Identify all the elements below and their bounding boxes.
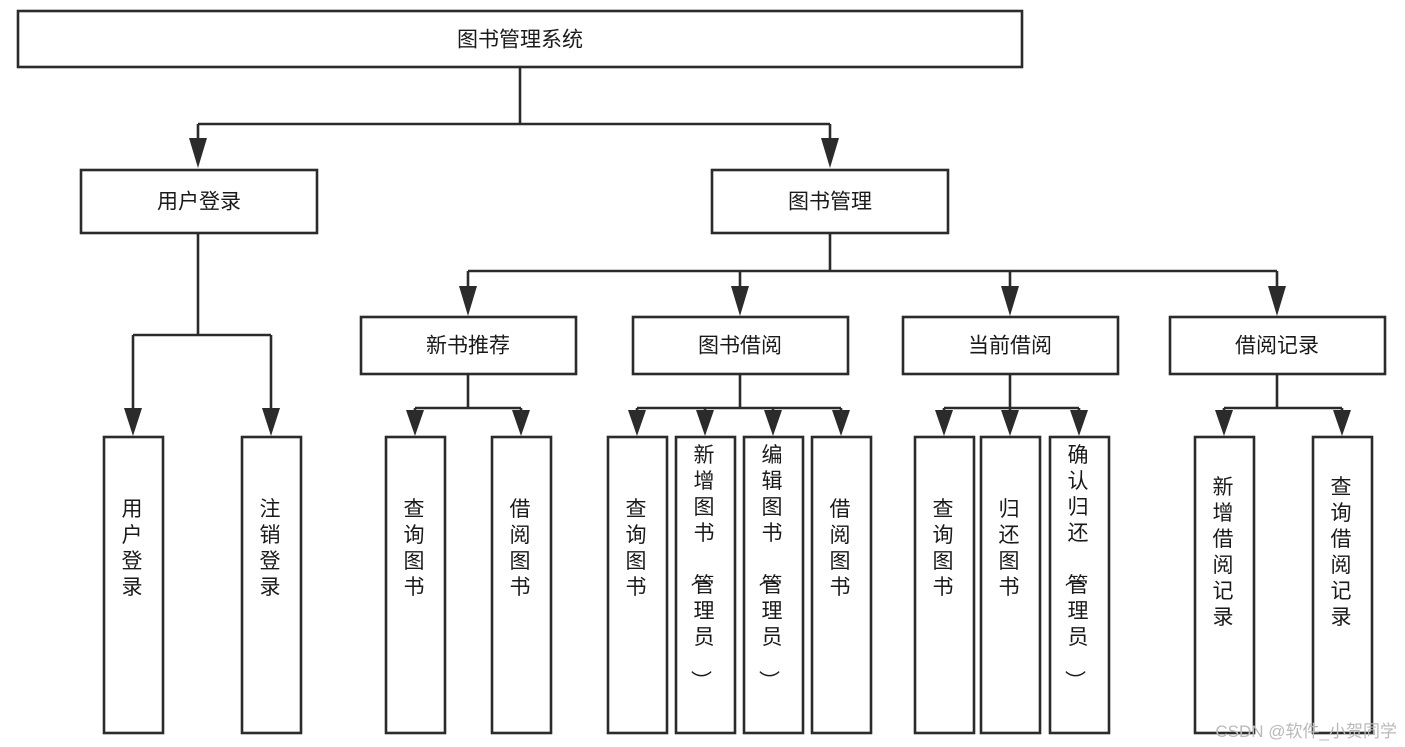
node-borrow[interactable]: 图书借阅 bbox=[631, 315, 850, 376]
node-leaf2-box[interactable] bbox=[240, 435, 303, 735]
arrow-login-to-leaf1 bbox=[124, 408, 142, 436]
arrow-bookmgmt-to-newbook bbox=[459, 286, 477, 316]
node-leaf8-label: 借阅图书 bbox=[830, 498, 853, 599]
node-leaf9[interactable]: 查询图书 bbox=[913, 435, 976, 735]
connector-layer bbox=[124, 67, 1351, 436]
node-leaf10-label: 归还图书 bbox=[999, 498, 1022, 599]
node-newbook[interactable]: 新书推荐 bbox=[359, 315, 578, 376]
node-leaf4-box[interactable] bbox=[490, 435, 553, 735]
node-leaf1[interactable]: 用户登录 bbox=[102, 435, 165, 735]
node-leaf8[interactable]: 借阅图书 bbox=[810, 435, 873, 735]
node-borrow-box[interactable] bbox=[631, 315, 850, 376]
node-current[interactable]: 当前借阅 bbox=[901, 315, 1120, 376]
node-leaf13-label: 查询借阅记录 bbox=[1331, 476, 1354, 629]
node-leaf6-label: 新增图书（管理员） bbox=[689, 444, 717, 693]
node-leaf6[interactable]: 新增图书（管理员） bbox=[674, 435, 737, 735]
arrow-borrow-to-leaf5 bbox=[628, 410, 646, 436]
arrow-current-to-leaf11 bbox=[1070, 410, 1088, 436]
node-leaf13-box[interactable] bbox=[1311, 435, 1374, 735]
node-root-label: 图书管理系统 bbox=[457, 29, 583, 52]
node-login[interactable]: 用户登录 bbox=[79, 168, 319, 235]
node-root[interactable]: 图书管理系统 bbox=[16, 9, 1024, 69]
node-leaf5[interactable]: 查询图书 bbox=[606, 435, 669, 735]
arrow-borrow-to-leaf6 bbox=[696, 410, 714, 436]
node-leaf8-box[interactable] bbox=[810, 435, 873, 735]
node-login-label: 用户登录 bbox=[157, 191, 241, 214]
node-leaf4-label: 借阅图书 bbox=[510, 498, 533, 599]
node-records[interactable]: 借阅记录 bbox=[1168, 315, 1387, 376]
node-bookmgmt[interactable]: 图书管理 bbox=[710, 168, 950, 235]
node-leaf12-label: 新增借阅记录 bbox=[1213, 476, 1236, 629]
arrow-borrow-to-leaf8 bbox=[832, 410, 850, 436]
node-leaf4[interactable]: 借阅图书 bbox=[490, 435, 553, 735]
node-bookmgmt-box[interactable] bbox=[710, 168, 950, 235]
node-leaf13[interactable]: 查询借阅记录 bbox=[1311, 435, 1374, 735]
arrow-newbook-to-leaf4 bbox=[512, 410, 530, 436]
node-leaf11-label: 确认归还（管理员） bbox=[1063, 444, 1091, 693]
node-leaf3[interactable]: 查询图书 bbox=[384, 435, 447, 735]
node-leaf5-box[interactable] bbox=[606, 435, 669, 735]
node-records-box[interactable] bbox=[1168, 315, 1387, 376]
arrow-bookmgmt-to-current bbox=[1001, 286, 1019, 316]
node-leaf10-box[interactable] bbox=[979, 435, 1042, 735]
arrow-current-to-leaf10 bbox=[1001, 410, 1019, 436]
node-login-box[interactable] bbox=[79, 168, 319, 235]
node-leaf11[interactable]: 确认归还（管理员） bbox=[1048, 435, 1111, 735]
node-leaf2-label: 注销登录 bbox=[260, 498, 283, 599]
node-leaf11-box[interactable] bbox=[1048, 435, 1111, 735]
node-newbook-label: 新书推荐 bbox=[426, 335, 510, 358]
node-leaf7-box[interactable] bbox=[742, 435, 805, 735]
node-leaf1-label: 用户登录 bbox=[122, 498, 145, 599]
node-leaf9-label: 查询图书 bbox=[933, 498, 956, 599]
node-root-box[interactable] bbox=[16, 9, 1024, 69]
node-current-box[interactable] bbox=[901, 315, 1120, 376]
node-current-label: 当前借阅 bbox=[968, 335, 1052, 358]
arrow-root-to-login bbox=[189, 138, 207, 168]
node-leaf5-label: 查询图书 bbox=[626, 498, 649, 599]
node-leaf9-box[interactable] bbox=[913, 435, 976, 735]
node-leaf7-label: 编辑图书（管理员） bbox=[757, 444, 785, 693]
node-leaf7[interactable]: 编辑图书（管理员） bbox=[742, 435, 805, 735]
node-borrow-label: 图书借阅 bbox=[698, 335, 782, 358]
node-leaf6-box[interactable] bbox=[674, 435, 737, 735]
arrow-records-to-leaf12 bbox=[1215, 410, 1233, 436]
node-bookmgmt-label: 图书管理 bbox=[788, 191, 872, 214]
leaf-nodes-layer: 用户登录 注销登录 查询图书 借阅图书 查询图书 新增图书（管理员） bbox=[102, 435, 1374, 735]
arrow-borrow-to-leaf7 bbox=[764, 410, 782, 436]
node-leaf2[interactable]: 注销登录 bbox=[240, 435, 303, 735]
node-leaf12[interactable]: 新增借阅记录 bbox=[1193, 435, 1256, 735]
arrow-bookmgmt-to-records bbox=[1268, 286, 1286, 316]
node-leaf10[interactable]: 归还图书 bbox=[979, 435, 1042, 735]
arrow-login-to-leaf2 bbox=[262, 408, 280, 436]
arrow-bookmgmt-to-borrow bbox=[731, 286, 749, 316]
node-leaf3-label: 查询图书 bbox=[404, 498, 427, 599]
node-newbook-box[interactable] bbox=[359, 315, 578, 376]
arrow-current-to-leaf9 bbox=[935, 410, 953, 436]
node-records-label: 借阅记录 bbox=[1235, 335, 1319, 358]
arrow-newbook-to-leaf3 bbox=[406, 410, 424, 436]
node-leaf1-box[interactable] bbox=[102, 435, 165, 735]
arrow-records-to-leaf13 bbox=[1333, 410, 1351, 436]
node-leaf12-box[interactable] bbox=[1193, 435, 1256, 735]
node-leaf3-box[interactable] bbox=[384, 435, 447, 735]
arrow-root-to-bookmgmt bbox=[821, 138, 839, 168]
